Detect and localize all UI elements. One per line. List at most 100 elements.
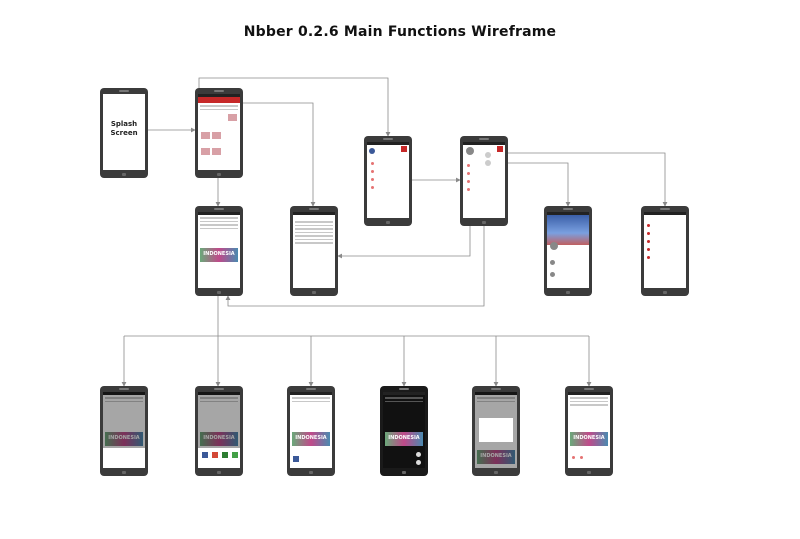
- phone-speaker: [563, 208, 573, 210]
- notifications-screen: [644, 212, 686, 288]
- feed-text-line: [200, 105, 238, 107]
- heart-icon: [647, 240, 650, 243]
- article-text-line: [570, 400, 608, 402]
- status-bar: [475, 392, 517, 395]
- avatar: [466, 147, 474, 155]
- phone-home-button: [121, 471, 127, 474]
- banner-text: INDONESIA: [108, 435, 140, 441]
- status-bar: [644, 212, 686, 215]
- detail-toolbar-screen: INDONESIA: [568, 392, 610, 468]
- detail-comment-screen: INDONESIA: [290, 392, 332, 468]
- article-text-line: [385, 397, 423, 399]
- article-text-line: [105, 397, 143, 399]
- facebook-icon: [202, 452, 208, 458]
- phone-home-button: [586, 471, 592, 474]
- phone-detail-toolbar: INDONESIA: [565, 386, 613, 476]
- heart-icon: [647, 232, 650, 235]
- status-bar: [568, 392, 610, 395]
- phone-detail-dialog: INDONESIA: [472, 386, 520, 476]
- article-text-line: [385, 400, 423, 402]
- article-image: INDONESIA: [200, 248, 238, 262]
- edge-expanded-detail: [225, 226, 485, 307]
- phone-home-button: [216, 471, 222, 474]
- toggle-knob: [485, 160, 491, 166]
- edge-home-table: [243, 102, 316, 207]
- profile-cover-image: [547, 215, 589, 245]
- article-image: INDONESIA: [570, 432, 608, 446]
- article-image: INDONESIA: [292, 432, 330, 446]
- article-text-line: [200, 400, 238, 402]
- app-icon: [401, 146, 407, 152]
- status-bar: [547, 212, 589, 215]
- phone-speaker: [119, 388, 129, 390]
- phone-home-button: [308, 471, 314, 474]
- phone-home-button: [216, 291, 222, 294]
- detail-share-screen: INDONESIA: [198, 392, 240, 468]
- article-image: INDONESIA: [200, 432, 238, 446]
- menu-icon: [467, 164, 470, 167]
- phone-table-view: [290, 206, 338, 296]
- avatar: [550, 272, 555, 277]
- article-text-line: [292, 400, 330, 402]
- banner-text: INDONESIA: [203, 251, 235, 257]
- edge-home-drawer: [198, 77, 391, 137]
- toggle-knob: [416, 452, 421, 457]
- phone-home-button: [385, 221, 391, 224]
- drawer-expanded-screen: [463, 142, 505, 218]
- status-bar: [198, 212, 240, 215]
- phone-speaker: [306, 388, 316, 390]
- status-bar: [198, 392, 240, 395]
- status-bar: [103, 392, 145, 395]
- phone-splash: Splash Screen: [100, 88, 148, 178]
- article-text-line: [105, 400, 143, 402]
- heart-icon: [647, 256, 650, 259]
- detail-dark-screen: INDONESIA: [383, 392, 425, 468]
- phone-detail-comment: INDONESIA: [287, 386, 335, 476]
- reaction-icon: [572, 456, 575, 459]
- google-plus-icon: [212, 452, 218, 458]
- phone-home-button: [565, 291, 571, 294]
- banner-text: INDONESIA: [203, 435, 235, 441]
- phone-speaker: [214, 90, 224, 92]
- phone-article-detail: INDONESIA: [195, 206, 243, 296]
- table-row: [295, 238, 333, 240]
- phone-detail-options-1: INDONESIA: [100, 386, 148, 476]
- feed-thumbnail: [228, 114, 237, 121]
- menu-icon: [467, 172, 470, 175]
- email-icon: [222, 452, 228, 458]
- toggle-knob: [485, 152, 491, 158]
- article-image: INDONESIA: [477, 450, 515, 464]
- table-row: [295, 231, 333, 233]
- edge-expanded-notifications: [508, 152, 668, 207]
- status-bar: [463, 142, 505, 145]
- banner-text: INDONESIA: [480, 453, 512, 459]
- profile-screen: [547, 212, 589, 288]
- phone-drawer: [364, 136, 412, 226]
- status-bar: [290, 392, 332, 395]
- article-text-line: [200, 397, 238, 399]
- phone-speaker: [660, 208, 670, 210]
- avatar: [550, 242, 558, 250]
- menu-icon: [371, 162, 374, 165]
- article-text-line: [292, 397, 330, 399]
- feed-text-line: [200, 108, 238, 110]
- phone-home-button: [401, 471, 407, 474]
- phone-detail-dark: INDONESIA: [380, 386, 428, 476]
- feed-thumbnail: [201, 132, 210, 139]
- detail-dialog-screen: INDONESIA: [475, 392, 517, 468]
- phone-speaker: [309, 208, 319, 210]
- status-bar: [383, 392, 425, 395]
- table-row: [295, 242, 333, 244]
- phone-notifications: [641, 206, 689, 296]
- table-row: [295, 221, 333, 223]
- feed-thumbnail: [212, 148, 221, 155]
- home-feed-screen: [198, 94, 240, 170]
- article-text-line: [200, 224, 238, 226]
- edge-expanded-profile: [508, 162, 571, 207]
- article-text-line: [200, 220, 238, 222]
- menu-icon: [371, 170, 374, 173]
- article-image: INDONESIA: [385, 432, 423, 446]
- share-sheet: [198, 448, 240, 468]
- app-icon: [497, 146, 503, 152]
- banner-text: INDONESIA: [295, 435, 327, 441]
